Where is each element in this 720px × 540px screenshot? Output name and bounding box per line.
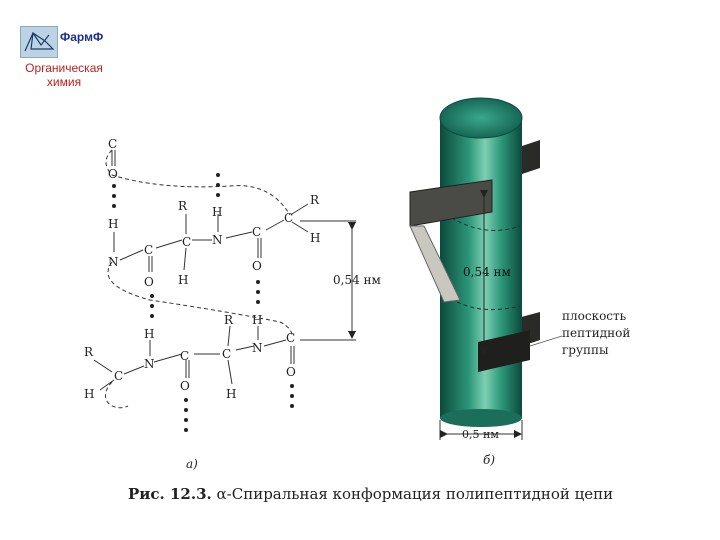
- diagram-b: [409, 97, 563, 440]
- atom-label: C: [284, 211, 293, 225]
- plane-label-line2: пептидной: [562, 326, 630, 340]
- logo-icon: [20, 26, 58, 58]
- atom-label: H: [252, 313, 262, 327]
- helix-backbone-top: [105, 149, 291, 216]
- atom-label: C: [108, 137, 117, 151]
- atom-label: R: [84, 345, 94, 359]
- cylinder-top: [439, 97, 523, 139]
- helix-backbone-bottom: [105, 381, 129, 409]
- atom-label: R: [178, 199, 188, 213]
- atom-label: N: [212, 233, 223, 247]
- plane-front-top: [409, 179, 493, 227]
- figure-caption: Рис. 12.3. α-Спиральная конформация поли…: [128, 485, 613, 503]
- atom-label: H: [226, 387, 236, 401]
- atom-label: C: [114, 369, 123, 383]
- atom-label: O: [180, 379, 190, 393]
- pitch-label-b: 0,54 нм: [463, 265, 511, 279]
- atom-label: C: [252, 225, 261, 239]
- atom-label: H: [310, 231, 320, 245]
- atom-label: H: [178, 273, 188, 287]
- pitch-label-a: 0,54 нм: [333, 273, 381, 287]
- hydrogen-bonds: [112, 173, 294, 432]
- logo-title: ФармФ: [60, 30, 104, 44]
- atom-label: O: [144, 275, 154, 289]
- atom-label: N: [108, 255, 119, 269]
- atom-label: R: [310, 193, 320, 207]
- atom-label: O: [286, 365, 296, 379]
- plane-side-light: [409, 225, 461, 303]
- atom-label: C: [180, 349, 189, 363]
- helix-backbone-mid: [107, 261, 293, 337]
- atom-label: O: [252, 259, 262, 273]
- atom-label: N: [252, 341, 263, 355]
- logo: ФармФ Органическая химия: [8, 18, 120, 98]
- atoms: C O H N C O R C H H N C O R C H H N C O …: [84, 137, 320, 401]
- caption-text: α-Спиральная конформация полипептидной ц…: [216, 485, 614, 503]
- pitch-dimension-a: [300, 220, 356, 341]
- plane-label-line3: группы: [562, 343, 609, 357]
- caption-prefix: Рис. 12.3.: [128, 485, 212, 503]
- label-b: б): [483, 453, 495, 467]
- atom-label: C: [286, 331, 295, 345]
- cylinder-bottom: [440, 409, 522, 427]
- plane-label-line1: плоскость: [562, 309, 627, 323]
- logo-subtitle-line1: Органическая: [25, 61, 103, 75]
- atom-label: C: [144, 243, 153, 257]
- atom-label: C: [182, 235, 191, 249]
- logo-subtitle-line2: химия: [46, 75, 82, 89]
- atom-label: R: [224, 313, 234, 327]
- atom-label: H: [108, 217, 118, 231]
- atom-label: N: [144, 357, 155, 371]
- atom-label: H: [144, 327, 154, 341]
- atom-label: O: [108, 167, 118, 181]
- diameter-label: 0,5 нм: [462, 428, 499, 441]
- diagram-a: [105, 149, 293, 409]
- label-a: а): [186, 457, 198, 471]
- atom-label: H: [84, 387, 94, 401]
- atom-label: C: [222, 347, 231, 361]
- bonds: [93, 150, 309, 391]
- atom-label: H: [212, 205, 222, 219]
- plane-front-mid: [478, 330, 530, 372]
- logo-subtitle: Органическая химия: [8, 61, 120, 89]
